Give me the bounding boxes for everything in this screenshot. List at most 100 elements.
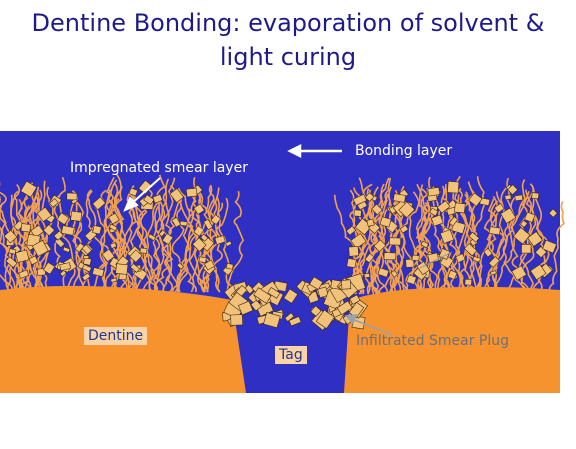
smear-particle — [283, 288, 299, 304]
tag-label: Tag — [275, 346, 307, 364]
smear-particle — [341, 279, 352, 290]
smear-particle — [448, 216, 459, 227]
smear-particle — [488, 256, 501, 268]
smear-particle — [42, 261, 56, 275]
smear-particle — [521, 244, 532, 254]
smear-particle — [13, 220, 25, 231]
smear-particle — [143, 194, 155, 205]
smear-particle — [489, 270, 497, 276]
smear-particle — [20, 180, 38, 198]
smear-particle — [483, 247, 493, 258]
smear-particle — [129, 263, 141, 273]
smear-particle — [129, 249, 143, 263]
smear-particle — [267, 287, 281, 299]
smear-particle — [427, 186, 441, 197]
smear-particle — [74, 242, 85, 253]
collagen-fiber — [399, 207, 415, 295]
smear-particle — [250, 299, 263, 312]
smear-particle — [377, 267, 390, 278]
smear-particle — [468, 192, 483, 207]
smear-particle — [83, 255, 89, 260]
smear-particle — [138, 179, 153, 195]
collagen-fiber — [174, 188, 198, 293]
smear-particle — [530, 264, 547, 281]
smear-particle — [390, 269, 399, 278]
collagen-network-left — [0, 173, 245, 293]
infiltrated-smear-plug-label: Infiltrated Smear Plug — [356, 333, 509, 349]
smear-particle — [176, 262, 185, 270]
smear-particle — [263, 312, 281, 329]
smear-particle — [108, 223, 118, 232]
impregnated-smear-layer-label: Impregnated smear layer — [70, 160, 248, 176]
smear-particle — [447, 181, 460, 194]
smear-particle — [110, 277, 118, 283]
smear-particle — [193, 225, 205, 237]
collagen-fiber — [160, 177, 176, 293]
smear-particle — [493, 203, 505, 214]
collagen-fiber — [181, 176, 202, 293]
smear-particle — [464, 278, 473, 286]
smear-particle — [511, 265, 527, 281]
collagen-fiber — [521, 189, 535, 295]
smear-particle — [288, 316, 302, 327]
smear-particle — [548, 208, 558, 218]
smear-particle — [101, 248, 115, 263]
collagen-fiber — [0, 181, 13, 293]
smear-particle — [185, 187, 198, 198]
smear-particle — [66, 192, 78, 201]
smear-particle — [353, 209, 362, 217]
smear-particle — [383, 252, 397, 261]
smear-particle — [225, 263, 234, 270]
collagen-fiber — [0, 226, 13, 293]
smear-particle — [489, 226, 501, 236]
smear-particle — [436, 200, 451, 214]
smear-particle — [118, 273, 127, 281]
smear-particle — [379, 216, 392, 228]
smear-particle — [36, 206, 52, 223]
smear-particle — [429, 207, 439, 217]
smear-particle — [109, 242, 118, 249]
smear-particles — [3, 179, 558, 286]
smear-particle — [468, 231, 480, 243]
smear-particle — [115, 263, 129, 275]
collagen-fiber — [483, 200, 499, 295]
smear-particle — [92, 225, 102, 235]
smear-particle — [472, 255, 481, 263]
collagen-fiber — [154, 205, 179, 293]
smear-particle — [59, 262, 72, 271]
smear-particle — [161, 232, 174, 245]
collagen-fiber — [369, 177, 391, 295]
smear-particle — [542, 239, 557, 254]
smear-particle — [527, 231, 543, 247]
smear-particle — [346, 258, 357, 269]
smear-particle — [463, 243, 478, 257]
smear-particle — [54, 237, 66, 249]
collagen-fiber — [85, 190, 106, 293]
collagen-fiber — [477, 195, 499, 295]
smear-particle — [20, 223, 32, 233]
smear-particle — [284, 312, 295, 322]
smear-particle — [200, 233, 209, 242]
smear-particle — [225, 240, 233, 247]
smear-particle — [430, 214, 444, 227]
collagen-fiber — [100, 189, 114, 293]
smear-particle — [348, 246, 360, 257]
collagen-fiber — [71, 190, 85, 293]
smear-particle — [504, 194, 512, 201]
smear-particle — [56, 212, 70, 226]
collagen-fiber — [386, 198, 402, 295]
smear-particle — [53, 230, 64, 241]
smear-particle — [500, 207, 517, 224]
title-line-2: light curing — [219, 43, 357, 71]
collagen-fiber — [420, 188, 439, 295]
smear-particle — [350, 233, 367, 249]
smear-particle — [59, 269, 67, 277]
smear-particle — [147, 233, 157, 242]
smear-plug-arrow — [344, 314, 393, 336]
smear-particle — [310, 305, 322, 317]
impregnated-layer-arrow — [123, 177, 161, 212]
smear-particle — [416, 261, 430, 276]
smear-particle — [128, 187, 139, 197]
smear-particle — [192, 237, 207, 252]
